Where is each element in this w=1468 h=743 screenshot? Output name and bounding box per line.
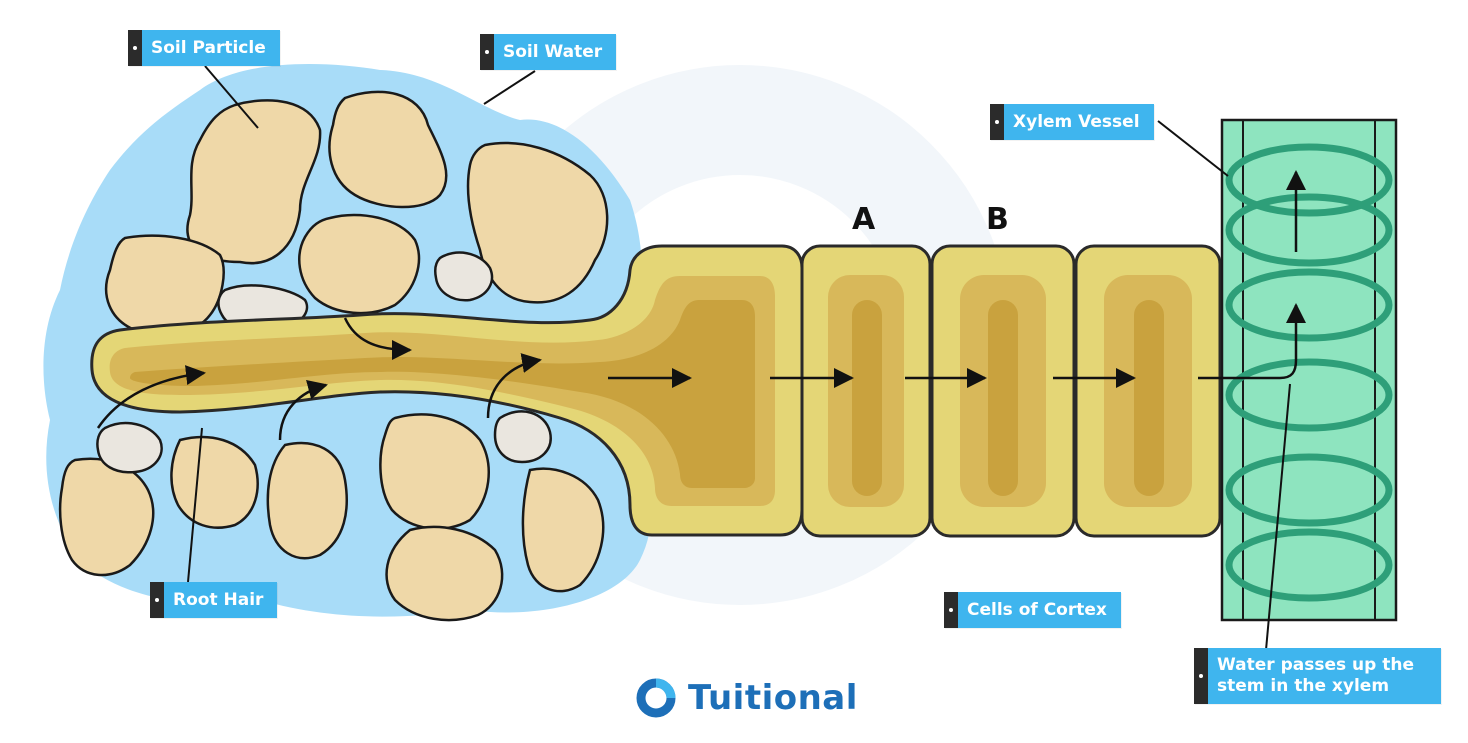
bullet-icon xyxy=(480,34,494,70)
xylem-ring xyxy=(1225,193,1393,267)
bullet-icon xyxy=(990,104,1004,140)
soil-particle xyxy=(186,99,322,265)
brand-name: Tuitional xyxy=(688,678,858,718)
soil-particle xyxy=(385,525,504,622)
pointer-root-hair xyxy=(187,427,203,583)
soil-particle xyxy=(104,234,225,337)
pointer-soil-particle xyxy=(204,65,259,129)
pointer-lines xyxy=(187,65,1291,651)
root-hair-cell xyxy=(90,244,804,537)
root-hair-label: Root Hair xyxy=(150,582,278,618)
xylem-vessel-label: Xylem Vessel xyxy=(990,104,1154,140)
cortex-cell-a xyxy=(800,244,932,538)
stone xyxy=(96,421,163,474)
xylem-ring xyxy=(1225,268,1393,342)
soil-particle xyxy=(466,141,609,304)
soil-particle xyxy=(58,457,155,577)
xylem-ring xyxy=(1225,528,1393,602)
soil-particles xyxy=(58,90,609,622)
xylem-vessel xyxy=(1220,118,1398,622)
root-hair-outer xyxy=(90,244,804,537)
xylem-ring xyxy=(1225,453,1393,527)
bullet-icon xyxy=(944,592,958,628)
xylem-ring xyxy=(1225,358,1393,432)
soil-particle xyxy=(266,441,348,560)
bullet-icon xyxy=(1194,648,1208,704)
root-hair-inner xyxy=(130,300,755,488)
pointer-water-passes xyxy=(1265,383,1291,651)
water-arrows xyxy=(96,170,1306,441)
water-passes-label: Water passes up the stem in the xylem xyxy=(1194,648,1441,704)
soil-particle xyxy=(170,435,259,529)
bullet-icon xyxy=(128,30,142,66)
cortex-cell-c xyxy=(1074,244,1222,538)
bullet-icon xyxy=(150,582,164,618)
cells-of-cortex-label: Cells of Cortex xyxy=(944,592,1121,628)
cortex-cells xyxy=(800,244,1222,538)
arrow xyxy=(1198,303,1306,380)
xylem-ring xyxy=(1225,143,1393,217)
cortex-cell-b xyxy=(930,244,1076,538)
pointer-soil-water xyxy=(483,70,536,105)
arrow xyxy=(278,380,328,441)
soil-particle xyxy=(298,213,421,315)
cell-label-b: B xyxy=(986,202,1009,237)
cell-label-a: A xyxy=(852,202,876,237)
soil-water-label: Soil Water xyxy=(480,34,617,70)
brand-logo: Tuitional xyxy=(634,676,858,720)
soil-particle xyxy=(379,413,490,530)
pointer-xylem-vessel xyxy=(1157,120,1229,177)
soil-particle xyxy=(328,90,448,209)
soil-particle-label: Soil Particle xyxy=(128,30,280,66)
tuitional-logo-icon xyxy=(636,678,676,718)
stone xyxy=(433,251,494,302)
soil-particle xyxy=(521,467,605,593)
arrow xyxy=(486,353,542,419)
arrow xyxy=(96,365,206,429)
arrow xyxy=(343,317,412,360)
stone xyxy=(493,410,552,464)
